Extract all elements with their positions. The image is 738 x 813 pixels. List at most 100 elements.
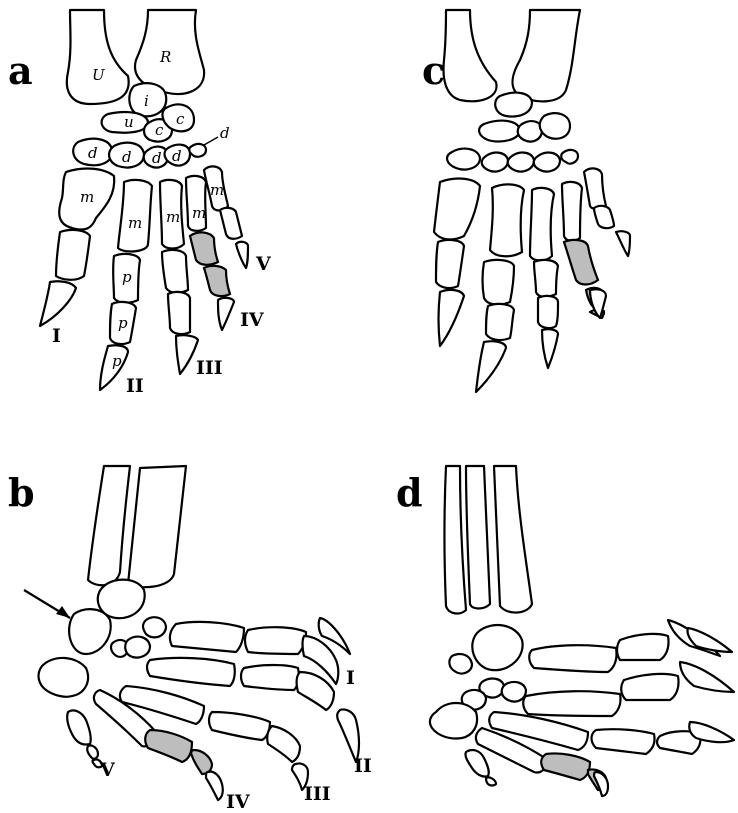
centrale-2-label: c <box>176 110 185 128</box>
b-d3-phalanx-1 <box>209 712 270 740</box>
metacarpal-c-5 <box>584 168 606 209</box>
distal-carpal-3-label: d <box>152 149 162 167</box>
carpal-b-pisiform <box>39 658 89 697</box>
c-d3-phalanx-2 <box>538 296 558 328</box>
radius-label: R <box>159 48 171 66</box>
carpal-d-large <box>472 625 522 670</box>
distal-carpal-4-label: d <box>172 147 182 165</box>
c-d3-claw <box>542 329 558 368</box>
b-digit-label-I: I <box>346 667 355 689</box>
carpal-c-9 <box>561 150 578 164</box>
d-d1-claw-b <box>687 628 732 652</box>
digit-3-phalanx-2 <box>168 292 190 334</box>
metacarpal-2-label: m <box>128 214 142 232</box>
c-d2-claw <box>476 341 506 392</box>
radius-bone-d-2 <box>494 466 532 613</box>
digit-1-phalanx-1 <box>56 230 90 280</box>
ulna-bone-b <box>88 466 130 585</box>
b-d5-phalanx-1 <box>87 745 98 758</box>
d-d1-metacarpal <box>529 645 616 672</box>
digit-4-phalanx-2-shaded <box>204 266 230 296</box>
c-d3-phalanx-1 <box>534 260 558 297</box>
panel-c: c <box>422 10 630 392</box>
d-d1-phalanx <box>617 634 669 660</box>
carpal-c-4 <box>540 113 570 139</box>
digit-label-V: V <box>255 253 272 275</box>
metacarpal-c-2 <box>490 184 524 256</box>
c-d2-phalanx-1 <box>483 260 515 305</box>
b-d5-metacarpal <box>67 710 91 744</box>
c-d4-phalanx-shaded <box>564 240 598 285</box>
panel-d: d <box>396 466 734 796</box>
distal-carpal-1-label: d <box>88 144 98 162</box>
digit-4-phalanx-1-shaded <box>190 232 218 264</box>
carpal-c-6 <box>482 153 508 172</box>
radius-bone-d <box>466 466 490 609</box>
phalanx-3-label: p <box>112 352 122 370</box>
digit-label-I: I <box>52 325 61 347</box>
carpal-d-small <box>449 654 472 674</box>
radius-bone-c <box>512 10 580 101</box>
digit-label-III: III <box>196 357 223 379</box>
carpal-c-1 <box>495 93 532 117</box>
b-digit-label-V: V <box>99 759 116 781</box>
panel-label-b: b <box>8 470 35 515</box>
metacarpal-5-label: m <box>210 181 224 199</box>
d-d2-claw <box>680 662 734 692</box>
metacarpal-c-4 <box>562 182 582 241</box>
c-d5-claw <box>616 231 630 256</box>
b-digit-label-III: III <box>304 783 331 805</box>
panel-label-a: a <box>8 48 33 93</box>
panel-b: b I <box>8 466 372 813</box>
digit-3-claw <box>176 335 198 374</box>
b-d4-phalanx-1-shaded <box>145 730 192 762</box>
b-d1-metacarpal <box>170 622 244 652</box>
distal-carpal-2-label: d <box>122 148 132 166</box>
metacarpal-1-label: m <box>80 188 94 206</box>
radius-bone-b <box>128 466 186 587</box>
ulnare-label: u <box>124 113 134 131</box>
c-d5-phalanx-1 <box>594 206 614 228</box>
arrow-head-icon <box>56 606 70 618</box>
metacarpal-c-1 <box>434 179 480 240</box>
carpal-d-pisiform <box>430 703 477 739</box>
carpal-b-arrowed <box>69 609 111 654</box>
carpal-c-8 <box>534 153 560 172</box>
phalanx-1-label: p <box>122 268 132 286</box>
digit-1-claw <box>40 281 76 326</box>
digit-label-IV: IV <box>240 309 265 331</box>
d-d2-phalanx <box>621 674 678 700</box>
panel-label-c: c <box>422 48 445 93</box>
d-d4-phalanx-1-shaded <box>541 753 590 780</box>
d-d3-phalanx <box>592 729 655 754</box>
panel-a: a U R i u c c d d d d d m m m m <box>8 10 272 397</box>
distal-carpal-5-leader <box>204 137 218 145</box>
b-d2-phalanx-1 <box>241 665 299 690</box>
d-d5-phalanx <box>486 777 496 785</box>
digit-label-II: II <box>126 375 144 397</box>
metacarpal-c-3 <box>530 188 554 261</box>
b-d2-phalanx-2 <box>297 672 334 710</box>
ulna-bone-c <box>444 10 497 101</box>
b-d2-metacarpal <box>147 658 235 686</box>
metacarpal-3-label: m <box>166 208 180 226</box>
carpal-d-3 <box>502 682 526 702</box>
distal-carpal-5-label: d <box>220 124 230 142</box>
intermedium-label: i <box>144 92 149 110</box>
panel-label-d: d <box>396 470 423 515</box>
b-d4-claw <box>206 772 223 800</box>
digit-5-claw <box>236 242 248 268</box>
ulna-bone-d <box>445 466 467 613</box>
digit-3-phalanx-1 <box>162 250 188 293</box>
centrale-1-label: c <box>155 121 164 139</box>
carpal-c-3 <box>518 121 542 141</box>
b-d1-phalanx-1 <box>245 627 306 654</box>
metacarpal-4-label: m <box>192 204 206 222</box>
b-digit-label-II: II <box>354 755 372 777</box>
c-d1-phalanx-1 <box>436 240 464 288</box>
carpal-c-7 <box>508 153 534 172</box>
b-d3-phalanx-2 <box>267 726 300 762</box>
c-d2-phalanx-2 <box>486 304 514 340</box>
c-d1-phalanx-2 <box>439 290 465 346</box>
